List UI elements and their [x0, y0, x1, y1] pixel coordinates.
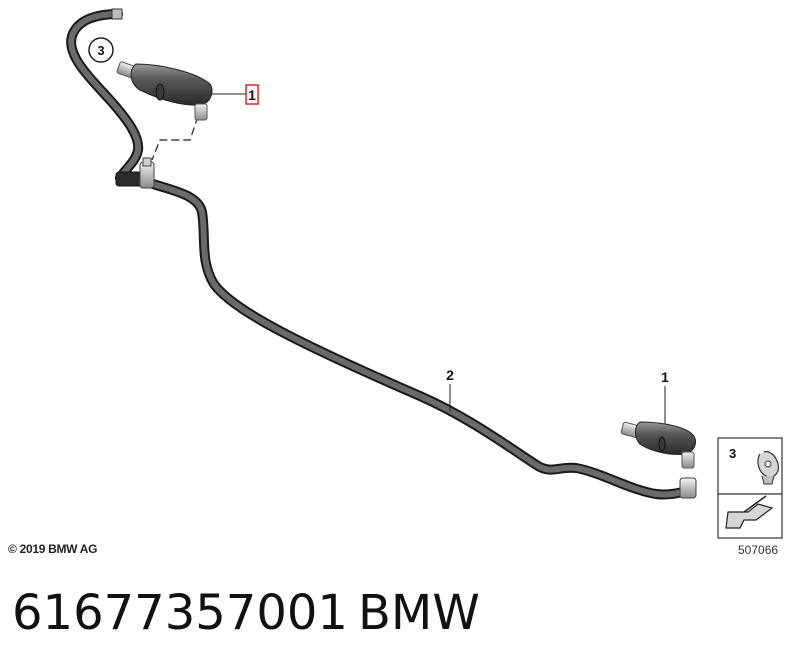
hose-connector — [115, 157, 155, 189]
callout-1-top-label: 1 — [248, 87, 256, 103]
callout-1-top: 1 — [212, 84, 259, 105]
callout-2: 2 — [446, 367, 454, 412]
copyright-text: © 2019 BMW AG — [8, 542, 98, 556]
legend-box: 3 — [717, 437, 783, 539]
legend-clip-label: 3 — [729, 446, 736, 461]
clip-icon — [757, 451, 779, 485]
hose — [66, 8, 695, 500]
callout-3-label: 3 — [97, 43, 104, 58]
brand-name: BMW — [358, 585, 480, 641]
caption: 61677357001 BMW — [0, 585, 800, 672]
arrow-icon — [725, 495, 774, 529]
callout-1-bottom-label: 1 — [661, 369, 669, 385]
washer-nozzle-bottom — [620, 421, 697, 499]
washer-nozzle-top — [116, 61, 213, 121]
callout-3: 3 — [88, 37, 114, 63]
part-number: 61677357001 — [12, 585, 348, 641]
callout-1-bottom: 1 — [661, 369, 669, 424]
assembly-line — [151, 115, 199, 161]
callout-2-label: 2 — [446, 367, 454, 383]
diagram-reference-number: 507066 — [738, 543, 779, 557]
